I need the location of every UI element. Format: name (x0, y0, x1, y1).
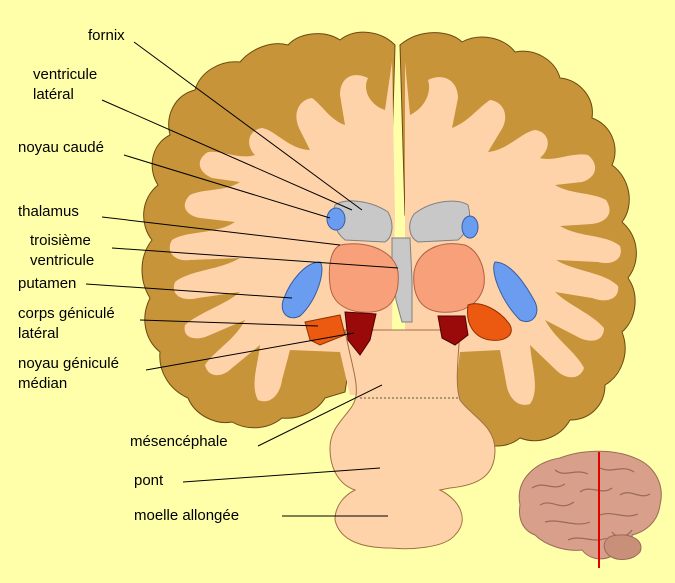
label-lateral-ventricle-line1: ventricule (33, 66, 97, 83)
left-thalamus (328, 243, 399, 313)
right-putamen (493, 261, 538, 322)
ventricles (332, 200, 471, 323)
label-medial-geniculate-line2: médian (18, 375, 67, 392)
left-putamen (281, 261, 323, 319)
inset-brain-outline (518, 450, 662, 560)
right-lateral-geniculate (466, 303, 512, 341)
basal-ganglia (281, 207, 538, 322)
lateral-geniculate-bodies (304, 303, 512, 346)
label-midbrain: mésencéphale (130, 433, 228, 450)
label-thalamus: thalamus (18, 203, 79, 220)
labels: fornix ventricule latéral noyau caudé th… (18, 27, 239, 524)
label-third-ventricle-line2: ventricule (30, 252, 94, 269)
left-lateral-geniculate (304, 314, 346, 346)
label-lateral-geniculate-line1: corps géniculé (18, 305, 115, 322)
brainstem (329, 329, 496, 550)
thalamus (328, 243, 485, 313)
right-thalamus (413, 243, 485, 313)
leader-lines (85, 41, 399, 517)
medial-geniculate-bodies (344, 311, 469, 356)
label-third-ventricle-line1: troisième (30, 232, 91, 249)
brain-side-view-icon (518, 450, 662, 568)
inset-cerebellum (603, 534, 642, 560)
right-medial-geniculate (437, 315, 469, 346)
left-caudate-nucleus (326, 207, 346, 231)
label-medial-geniculate-line1: noyau géniculé (18, 355, 119, 372)
label-caudate-nucleus: noyau caudé (18, 139, 104, 156)
label-pons: pont (134, 472, 164, 489)
label-lateral-ventricle-line2: latéral (33, 86, 74, 103)
label-fornix: fornix (88, 27, 125, 44)
label-lateral-geniculate-line2: latéral (18, 325, 59, 342)
right-caudate-nucleus (461, 215, 479, 239)
left-medial-geniculate (344, 311, 377, 356)
label-putamen: putamen (18, 275, 76, 292)
label-medulla: moelle allongée (134, 507, 239, 524)
